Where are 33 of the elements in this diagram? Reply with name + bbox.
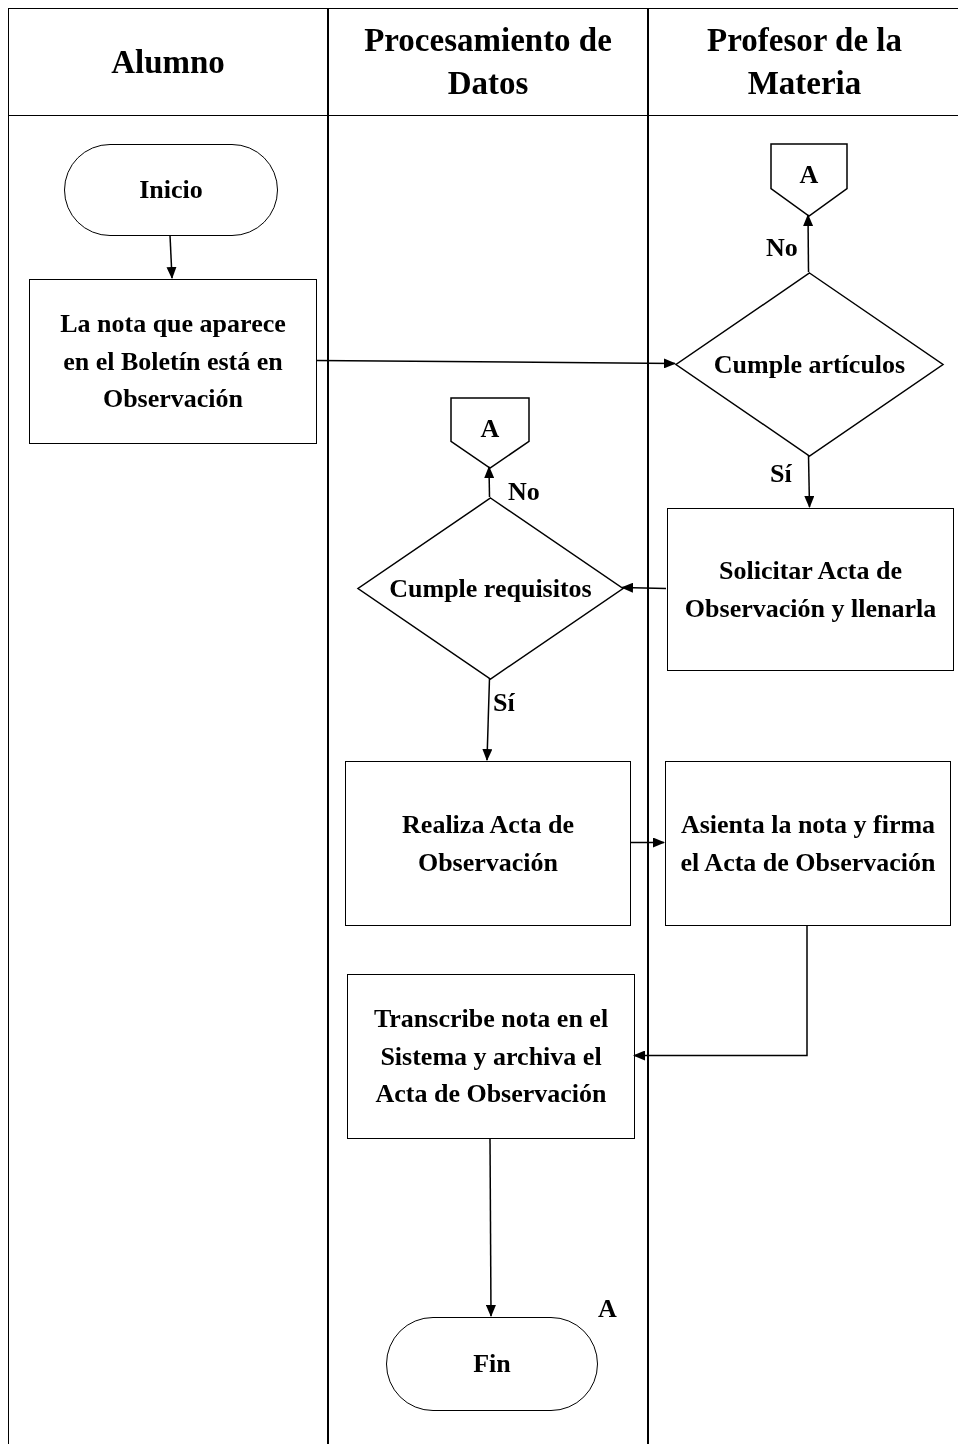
swimlane <box>648 8 958 1444</box>
arrow <box>803 214 814 273</box>
arrow <box>633 924 808 1061</box>
arrow <box>484 466 495 498</box>
node-text: La nota que aparece en el Boletín está en Observación <box>59 307 287 416</box>
arrow <box>629 837 665 848</box>
lane-header: Profesor de la Materia <box>649 9 958 116</box>
node-text: Fin <box>473 1348 511 1381</box>
swimlane <box>328 8 648 1444</box>
swimlane <box>8 8 328 1444</box>
node-text: Asienta la nota y firma el Acta de Observación <box>680 808 936 879</box>
node-text: Cumple requisitos <box>389 572 592 605</box>
lane-header: Alumno <box>9 9 327 116</box>
process-box <box>667 508 954 671</box>
arrow <box>485 1137 496 1317</box>
arrow <box>804 454 815 508</box>
node-text: Transcribe nota en el Sistema y archiva el Acta de Observación <box>372 1002 610 1111</box>
node-text: Solicitar Acta de Observación y llenarla <box>683 554 938 625</box>
arrow <box>315 358 676 369</box>
process-box <box>345 761 631 926</box>
node-text: A <box>799 159 819 191</box>
lane-header: Procesamiento de Datos <box>329 9 647 116</box>
arrow <box>482 677 493 761</box>
node-text: Cumple artículos <box>713 348 906 381</box>
arrow <box>166 234 177 279</box>
process-box <box>29 279 317 444</box>
process-box <box>347 974 635 1139</box>
connector-label: A <box>598 1296 617 1322</box>
arrow <box>621 582 667 593</box>
process-box <box>665 761 951 926</box>
node-text: Inicio <box>139 174 203 207</box>
node-text: Realiza Acta de Observación <box>401 808 575 879</box>
node-text: A <box>480 413 500 445</box>
